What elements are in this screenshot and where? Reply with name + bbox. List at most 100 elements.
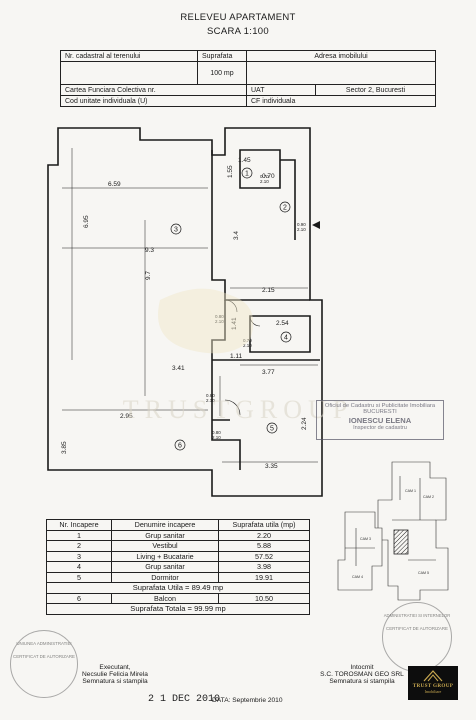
room-area: 3.98 <box>218 561 310 573</box>
room-area: 57.52 <box>218 550 310 562</box>
room-nr: 4 <box>46 561 112 573</box>
stamp-role: Inspector de cadastru <box>353 425 407 431</box>
left-round-stamp: UNIUNEA ADMINISTRATIEI CERTIFICAT DE AUT… <box>10 630 78 698</box>
watermark-blob <box>158 288 254 354</box>
dim-label: 0.70 <box>262 173 275 180</box>
table-row: 3 Living + Bucatarie 57.52 <box>46 550 310 562</box>
dim-label: 2.95 <box>120 413 133 420</box>
stamp-city: BUCURESTI <box>363 409 397 415</box>
right-round-stamp: ADMINISTRATIEI SI INTERNELOR CERTIFICAT … <box>382 602 452 672</box>
room-nr: 5 <box>46 571 112 583</box>
sketch-label: CAM 4 <box>352 575 363 579</box>
dim-label: 9.3 <box>145 247 154 254</box>
table-row: 5 Dormitor 19.91 <box>46 571 310 583</box>
room-number: 3 <box>174 227 178 234</box>
table-row: 2 Vestibul 5.88 <box>46 540 310 552</box>
dim-label: 1.45 <box>238 157 251 164</box>
left-stamp-inner: CERTIFICAT DE AUTORIZARE <box>13 654 75 659</box>
date-text: DATA: Septembrie 2010 <box>212 697 283 704</box>
door-size: 2.10 <box>297 227 306 232</box>
room-area: 2.20 <box>218 529 310 541</box>
sketch-label: CAM 1 <box>405 489 416 493</box>
intocmit-label: Intocmit <box>350 664 374 671</box>
header-cell: Nr. Incapere <box>46 519 112 531</box>
room-nr: 6 <box>46 592 112 604</box>
executant-label: Executant, <box>99 664 131 671</box>
left-stamp-text: UNIUNEA ADMINISTRATIEI <box>16 641 72 646</box>
door-size: 0.70 <box>260 174 269 179</box>
dim-label: 9.7 <box>145 271 152 280</box>
suprafata-utila-row: Suprafata Utila = 89.49 mp <box>46 582 310 594</box>
scale-label: SCARA 1:100 <box>207 26 269 37</box>
room-number: 4 <box>284 335 288 342</box>
door-size: 0.90 <box>297 222 306 227</box>
watermark: TRUSTGROUP <box>123 395 353 424</box>
dim-label: 1.55 <box>227 165 234 178</box>
plan-walls <box>47 127 323 497</box>
dim-label: 1.11 <box>230 353 243 360</box>
door-size: 2.10 <box>215 319 224 324</box>
sketch-labels: CAM 1 CAM 2 CAM 3 CAM 4 CAM 5 <box>352 489 434 579</box>
room-nr: 1 <box>46 529 112 541</box>
room-name: Vestibul <box>111 540 219 552</box>
room-number: 5 <box>270 426 274 433</box>
trust-group-logo: TRUST GROUP Imobiliare <box>408 666 458 700</box>
door-size: 0.80 <box>215 314 224 319</box>
header-cell: Denumire incapere <box>111 519 219 531</box>
executant-block: Executant, Necsulie Felicia Mirela Semna… <box>60 664 170 685</box>
location-sketch <box>337 461 449 601</box>
dim-label: 3.77 <box>262 369 275 376</box>
room-name: Living + Bucatarie <box>111 550 219 562</box>
room-number: 2 <box>283 205 287 212</box>
table-row: 1 Grup sanitar 2.20 <box>46 529 310 541</box>
dim-label: 6.95 <box>83 215 90 228</box>
room-name: Grup sanitar <box>111 529 219 541</box>
document-title: RELEVEU APARTAMENT <box>180 12 296 23</box>
door-swings <box>224 299 261 416</box>
stamp-name: IONESCU ELENA <box>348 416 412 425</box>
dim-label: 3.35 <box>265 463 278 470</box>
suprafata-totala: Suprafata Totala = 99.99 mp <box>46 603 310 615</box>
executant-name: Necsulie Felicia Mirela <box>82 671 148 678</box>
rooms-table-header: Nr. Incapere Denumire incapere Suprafata… <box>46 519 310 531</box>
door-markers: 0.70 2.10 0.90 2.10 0.80 2.10 0.70 2.10 … <box>206 174 306 440</box>
suprafata-value: 100 mp <box>197 61 247 85</box>
logo-name: TRUST GROUP <box>412 683 454 689</box>
door-size: 2.10 <box>260 179 269 184</box>
table-row: 6 Balcon 10.50 <box>46 592 310 604</box>
door-size: 0.70 <box>243 338 252 343</box>
room-area: 10.50 <box>218 592 310 604</box>
dim-label: 2.15 <box>262 287 275 294</box>
right-stamp-text: ADMINISTRATIEI SI INTERNELOR <box>383 613 451 618</box>
room-markers: 1 2 3 4 5 6 <box>170 167 292 451</box>
room-area: 5.88 <box>218 540 310 552</box>
dim-label: 2.54 <box>276 320 289 327</box>
room-number: 6 <box>178 443 182 450</box>
table-row: 4 Grup sanitar 3.98 <box>46 561 310 573</box>
room-number: 1 <box>245 171 249 178</box>
cadastre-stamp: Oficiul de Cadastru si Publicitate Imobi… <box>316 400 444 440</box>
room-name: Balcon <box>111 592 219 604</box>
sketch-label: CAM 5 <box>418 571 429 575</box>
room-nr: 2 <box>46 540 112 552</box>
cf-individuala-label: CF individuala <box>246 95 436 107</box>
dim-label: 3.41 <box>172 365 185 372</box>
room-name: Grup sanitar <box>111 561 219 573</box>
stamp-office: Oficiul de Cadastru si Publicitate Imobi… <box>324 403 436 409</box>
dimension-labels: 1.45 1.55 0.70 6.59 6.95 9.3 3.4 2.15 9.… <box>61 157 308 470</box>
dim-label: 6.59 <box>108 181 121 188</box>
room-nr: 3 <box>46 550 112 562</box>
header-cell: Suprafata utila (mp) <box>218 519 310 531</box>
right-stamp-inner: CERTIFICAT DE AUTORIZARE <box>386 626 448 631</box>
dim-label: 3.85 <box>61 441 68 454</box>
door-size: 2.10 <box>243 343 252 348</box>
company-name: S.C. TOROSMAN GEO SRL <box>320 671 404 678</box>
dimension-lines <box>62 148 318 463</box>
header-table: Nr. cadastral al terenului Suprafata Adr… <box>60 50 436 107</box>
sketch-label: CAM 2 <box>423 495 434 499</box>
intocmit-signature-label: Semnatura si stampila <box>329 678 395 685</box>
door-size: 2.10 <box>206 398 215 403</box>
door-size: 2.10 <box>212 435 221 440</box>
dim-label: 3.4 <box>233 231 240 240</box>
